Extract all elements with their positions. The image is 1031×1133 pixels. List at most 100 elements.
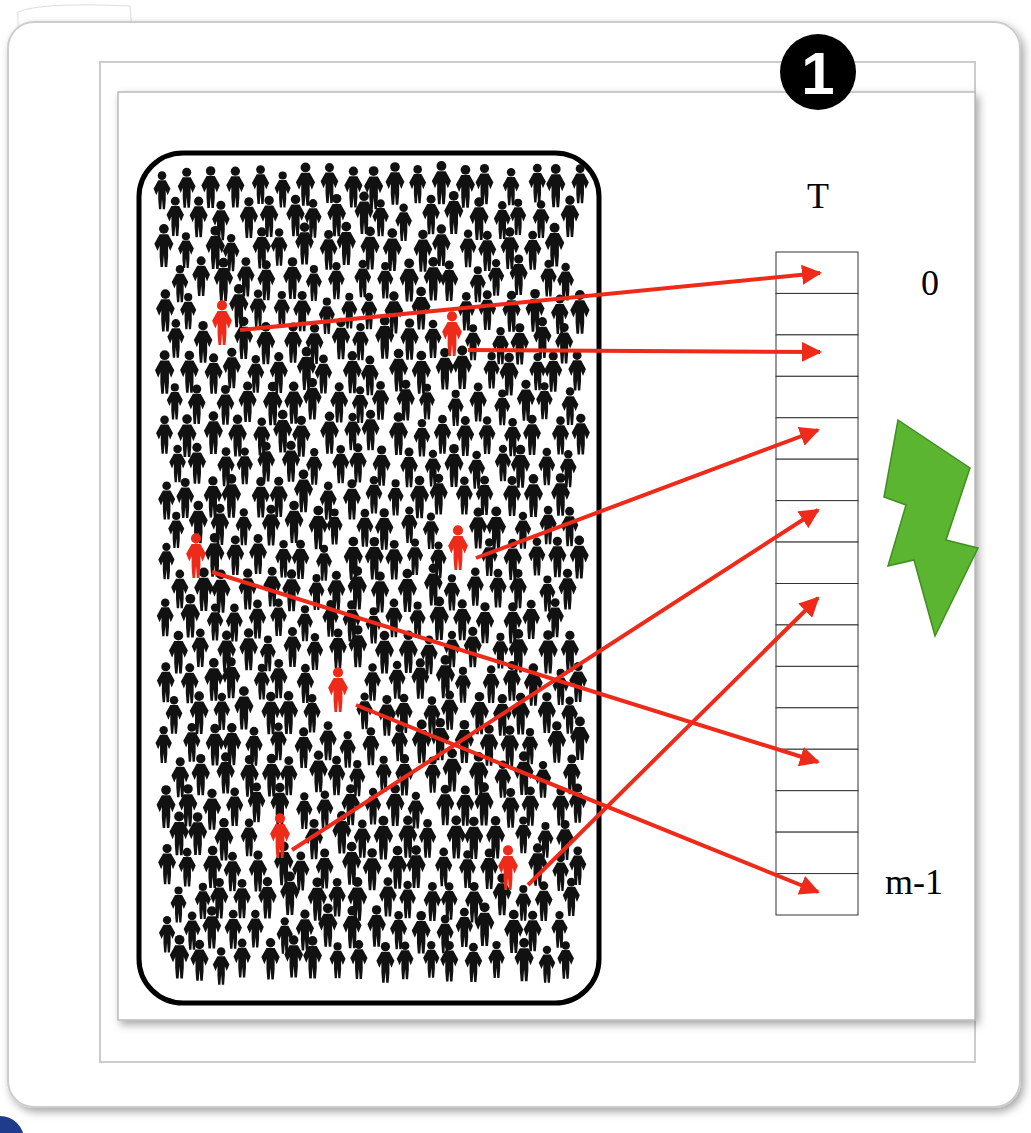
person (465, 324, 481, 360)
person (240, 197, 258, 238)
person (337, 222, 356, 265)
person (284, 323, 302, 363)
person (155, 726, 171, 763)
person (524, 474, 543, 517)
person (343, 479, 361, 519)
person (239, 381, 257, 422)
person (548, 721, 566, 763)
person (306, 448, 322, 485)
person (319, 298, 335, 334)
person (569, 784, 586, 823)
person (389, 412, 408, 455)
person (295, 727, 313, 768)
person (367, 905, 385, 947)
callout-circle (780, 34, 856, 110)
person (388, 479, 404, 515)
person (437, 915, 454, 953)
person (372, 199, 388, 236)
person (229, 284, 248, 327)
chosen-person (498, 845, 518, 890)
person (258, 877, 276, 918)
person (171, 570, 188, 609)
person (375, 316, 394, 359)
person (192, 754, 210, 795)
person (307, 633, 323, 670)
person (227, 535, 245, 575)
person (226, 787, 243, 826)
person (234, 686, 253, 729)
person (253, 227, 271, 268)
person (568, 351, 586, 391)
table-cell (776, 708, 858, 749)
person (470, 383, 487, 422)
person (510, 254, 528, 295)
chosen-person (442, 311, 462, 356)
person (213, 947, 230, 985)
table-cell (776, 832, 858, 873)
table-cell (776, 625, 858, 666)
person (158, 481, 175, 519)
person (309, 751, 328, 793)
person (440, 941, 458, 982)
person (515, 816, 531, 853)
person (484, 352, 500, 388)
person (539, 946, 555, 983)
person (440, 260, 458, 301)
table-cell (776, 418, 858, 459)
person (430, 474, 448, 515)
lightning-bolt (884, 420, 978, 636)
person (409, 165, 426, 203)
person (349, 625, 368, 667)
person (489, 569, 506, 608)
person (411, 658, 429, 698)
person (166, 696, 183, 734)
person (540, 260, 556, 297)
table-cell (776, 749, 858, 790)
person (192, 629, 209, 668)
person (419, 384, 435, 420)
person (223, 348, 241, 389)
person (178, 232, 194, 268)
person (495, 445, 511, 482)
person (430, 596, 449, 640)
person (309, 506, 328, 549)
chosen-person (448, 525, 468, 570)
table-name: T (807, 178, 829, 214)
hash-arrow (356, 705, 818, 892)
person (303, 378, 321, 420)
person (204, 411, 223, 454)
person (167, 197, 184, 236)
person (328, 262, 345, 299)
person (217, 385, 235, 425)
person (249, 534, 267, 574)
table-cell (776, 542, 858, 583)
person (385, 540, 403, 580)
person (412, 720, 431, 764)
person (327, 508, 343, 544)
person (444, 574, 460, 610)
person (205, 353, 223, 394)
person (320, 412, 339, 454)
person (424, 257, 443, 301)
person (169, 631, 188, 674)
person (363, 848, 382, 890)
person (456, 476, 473, 514)
person (237, 447, 253, 484)
person (475, 902, 494, 946)
person (282, 569, 301, 611)
person (570, 717, 589, 761)
hash-arrow (292, 510, 818, 850)
person (315, 354, 332, 393)
person (328, 756, 345, 795)
person (226, 167, 244, 208)
person (480, 848, 498, 889)
person (270, 783, 289, 825)
person (257, 442, 275, 482)
person (469, 508, 487, 549)
person (241, 819, 258, 857)
person (561, 196, 579, 237)
hash-arrow (212, 572, 818, 762)
person (154, 171, 171, 209)
person (522, 600, 539, 639)
person (188, 443, 206, 484)
